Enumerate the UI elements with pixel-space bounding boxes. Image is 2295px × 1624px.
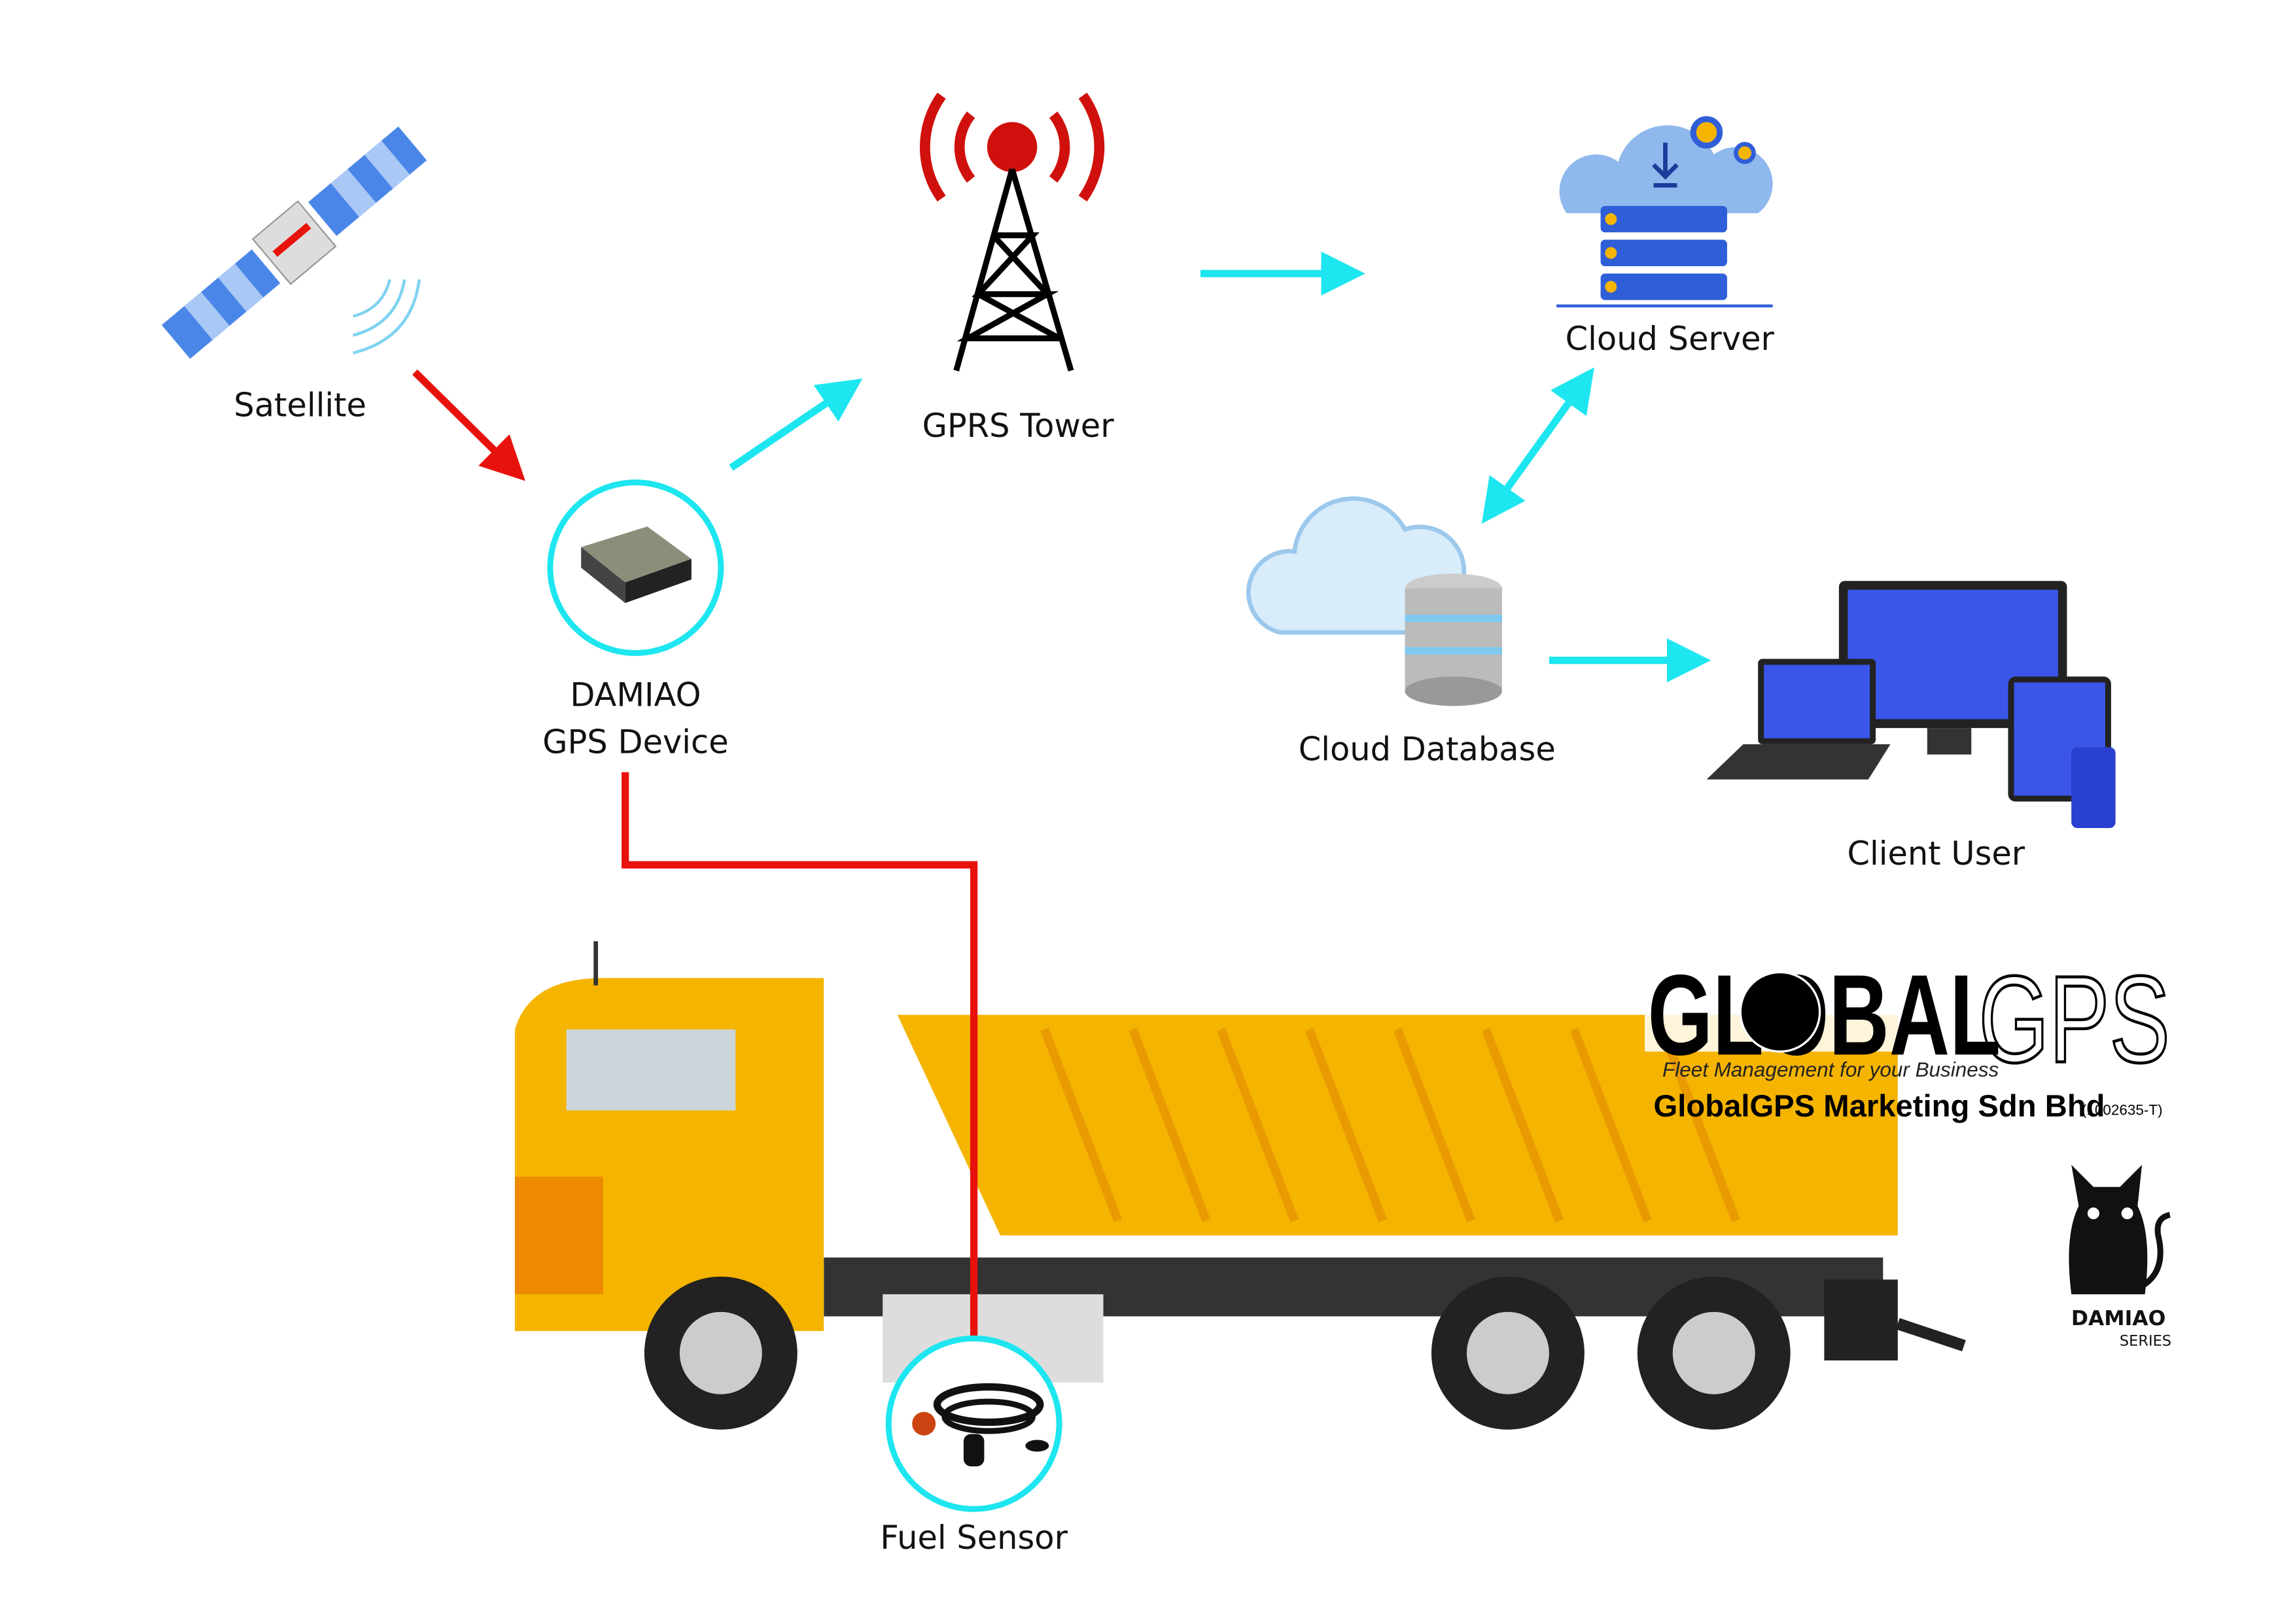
satellite-label: Satellite bbox=[234, 386, 366, 424]
device-to-tower-arrow bbox=[729, 378, 863, 471]
gprs-tower-label: GPRS Tower bbox=[922, 407, 1115, 445]
company-name: GlobalGPS Marketing Sdn Bhd bbox=[1654, 1089, 2105, 1124]
cloud-database-icon bbox=[1246, 496, 1502, 706]
cloud-server-icon bbox=[1556, 116, 1773, 307]
gprs-tower-icon bbox=[919, 92, 1105, 371]
cat-icon bbox=[2069, 1164, 2171, 1294]
satellite-to-device-arrow bbox=[412, 369, 526, 481]
logo-gps-outline: GPS bbox=[1979, 951, 2170, 1089]
fuel-sensor-label: Fuel Sensor bbox=[880, 1519, 1068, 1557]
gps-device-label-line1: DAMIAO bbox=[570, 676, 701, 714]
company-registration: (1002635-T) bbox=[2082, 1102, 2163, 1118]
server-database-bidirectional-arrow bbox=[1481, 367, 1594, 524]
logo-tagline: Fleet Management for your Business bbox=[1662, 1058, 1999, 1081]
damiao-series-sub: SERIES bbox=[2120, 1333, 2171, 1350]
client-user-label: Client User bbox=[1847, 835, 2025, 872]
cloud-server-label: Cloud Server bbox=[1566, 320, 1775, 358]
gps-device-icon bbox=[581, 527, 692, 603]
logo-global: GLOBAL bbox=[1648, 951, 2001, 1079]
device-to-fuel-sensor-wire bbox=[622, 772, 978, 1339]
satellite-icon bbox=[162, 126, 427, 359]
damiao-series-logo: DAMIAO SERIES bbox=[2069, 1164, 2171, 1350]
globe-icon bbox=[1739, 971, 1821, 1053]
globalgps-logo: GPS GLOBAL Fleet Management for your Bus… bbox=[1645, 949, 2171, 1124]
client-devices-icon bbox=[1706, 581, 2116, 829]
damiao-series-name: DAMIAO bbox=[2071, 1307, 2166, 1330]
fuel-sensor-icon bbox=[912, 1383, 1049, 1466]
gps-device-label-line2: GPS Device bbox=[542, 723, 728, 761]
dump-truck-image bbox=[515, 941, 1966, 1430]
cloud-database-label: Cloud Database bbox=[1299, 731, 1556, 769]
